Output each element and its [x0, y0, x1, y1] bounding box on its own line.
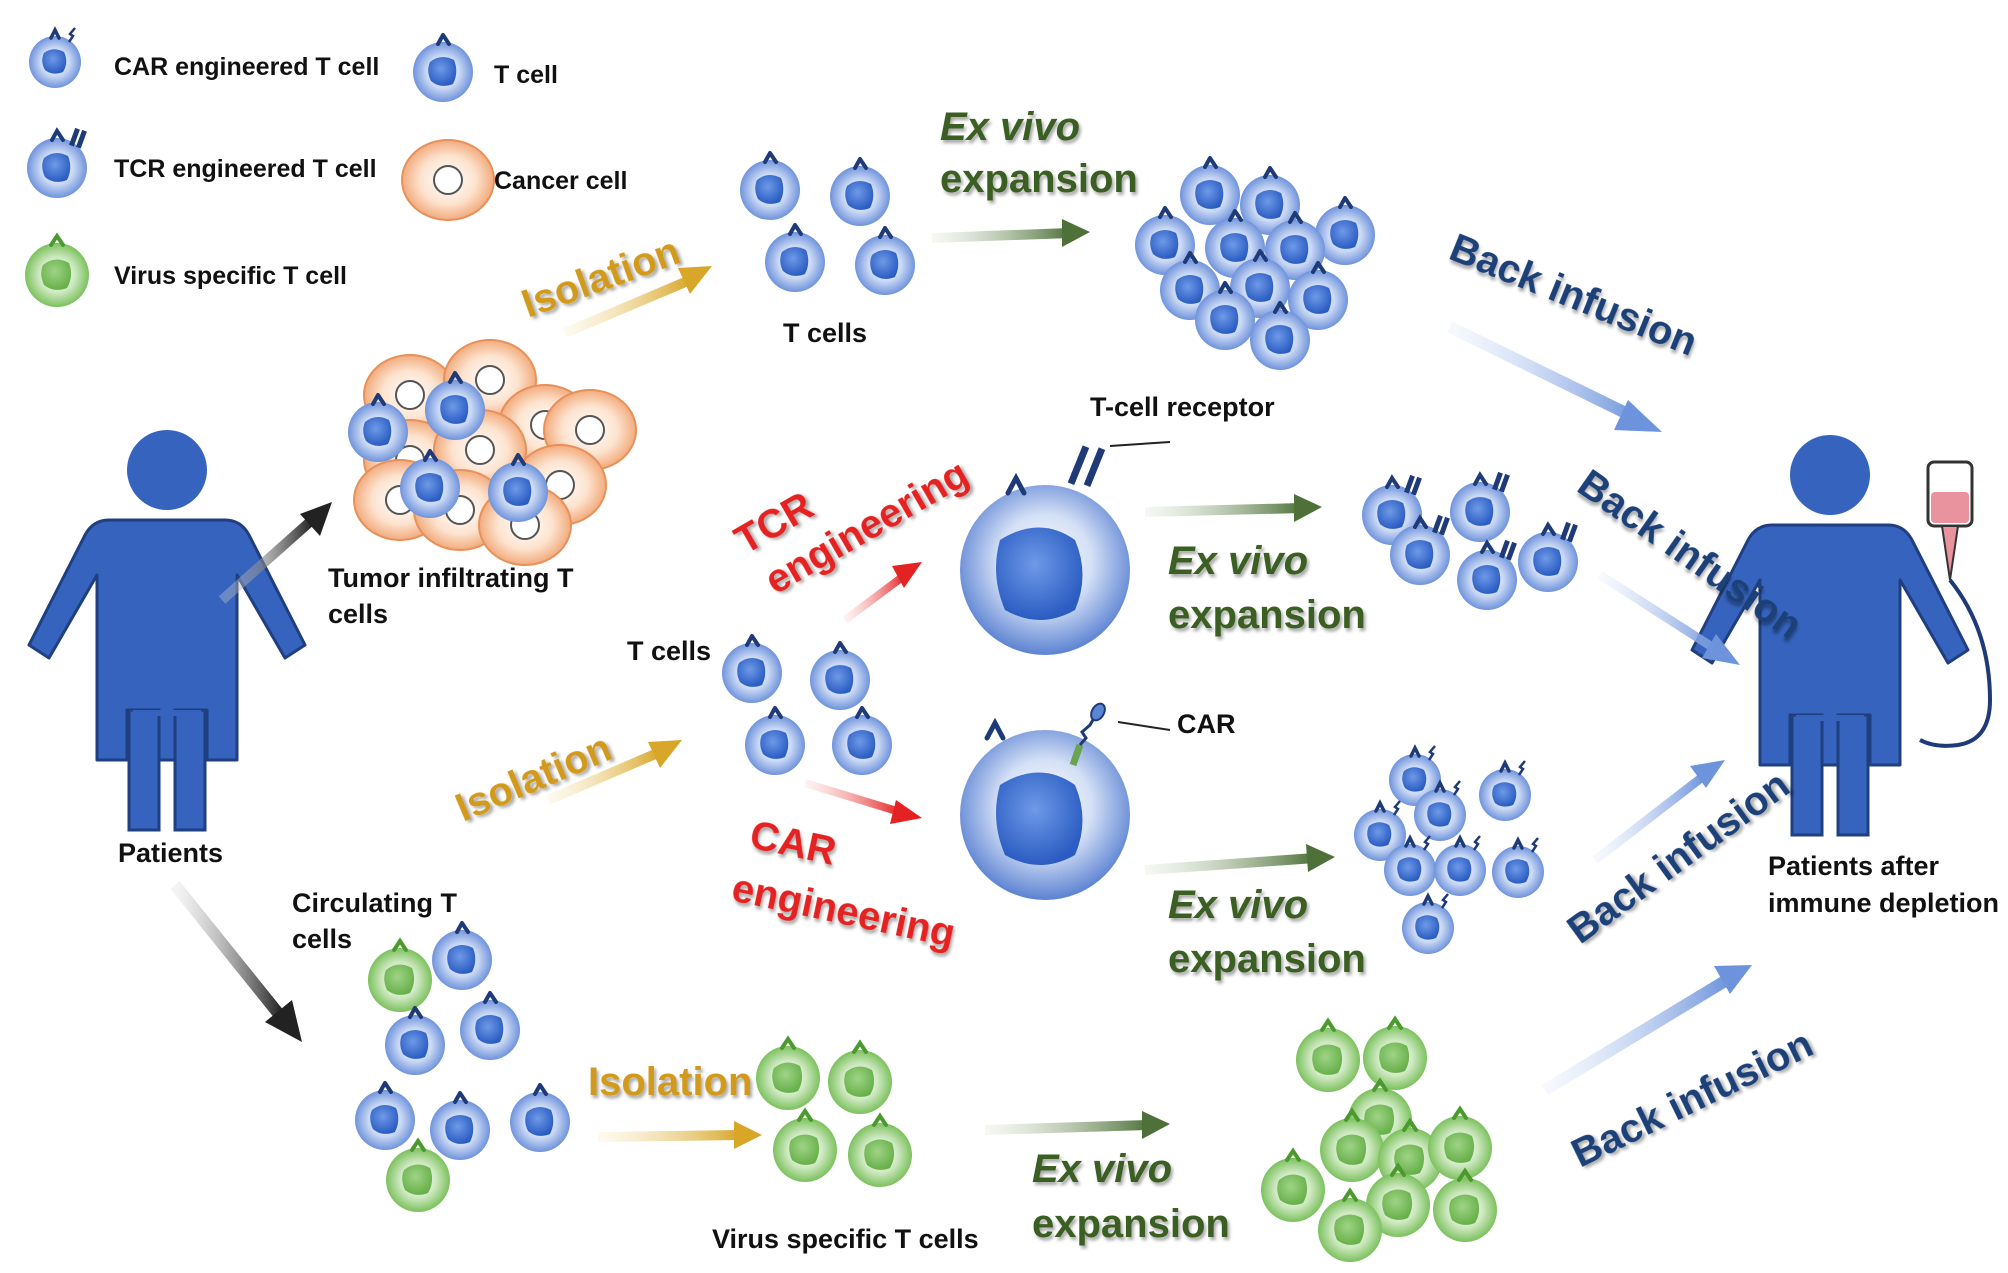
expanded-t-cells-cluster: [1133, 156, 1377, 372]
car-engineering-line2: engineering: [728, 866, 959, 956]
expansion-label-tcr: expansion: [1168, 593, 1366, 637]
legend-cancer-cell-icon: [401, 139, 495, 221]
t-cells-top-group: [738, 151, 917, 297]
arrow-isolation-mid: [546, 740, 682, 805]
ex-vivo-label-top: Ex vivo: [940, 105, 1080, 149]
expansion-label-bottom: expansion: [1032, 1202, 1230, 1246]
back-infusion-label-bottom: Back infusion: [1565, 1022, 1820, 1177]
circulating-label-line1: Circulating T: [292, 888, 458, 918]
arrow-tcr-engineering: [842, 562, 922, 624]
patients-after-label-line2: immune depletion: [1768, 888, 1999, 918]
legend-cancer-label: Cancer cell: [494, 167, 627, 195]
legend: CAR engineered T cell TCR engineered T c…: [23, 26, 627, 309]
legend-t-cell-label: T cell: [494, 61, 558, 89]
arrow-back-infusion-car: [1592, 760, 1725, 864]
ex-vivo-label-car: Ex vivo: [1168, 883, 1308, 927]
til-label-line1: Tumor infiltrating T: [328, 563, 574, 593]
tcr-expanded-cells-cluster: [1360, 469, 1580, 612]
expansion-label-car: expansion: [1168, 937, 1366, 981]
legend-car-t-label: CAR engineered T cell: [114, 53, 379, 81]
arrow-patient-to-circulating: [170, 881, 302, 1042]
arrow-ex-vivo-bottom: [984, 1111, 1170, 1139]
legend-virus-t-cell-icon: [23, 234, 91, 309]
circulating-label-line2: cells: [292, 924, 352, 954]
ex-vivo-label-tcr: Ex vivo: [1168, 539, 1308, 583]
t-cells-mid-group: [720, 634, 894, 777]
patient-icon: [27, 428, 307, 832]
ex-vivo-label-bottom: Ex vivo: [1032, 1147, 1172, 1191]
legend-t-cell-icon: [411, 33, 475, 104]
arrow-car-engineering: [803, 779, 922, 824]
virus-specific-cells-group: [754, 1037, 914, 1189]
circulating-cells-group: [353, 921, 572, 1214]
isolation-label-top: Isolation: [516, 229, 686, 327]
legend-tcr-t-cell-icon: [25, 125, 89, 200]
arrow-back-infusion-tcr: [1597, 571, 1740, 665]
legend-tcr-t-label: TCR engineered T cell: [114, 155, 377, 183]
arrow-back-infusion-bottom: [1541, 965, 1752, 1096]
expansion-label-top: expansion: [940, 157, 1138, 201]
car-engineered-cell-large: [960, 702, 1171, 900]
patients-after-label-line1: Patients after: [1768, 851, 1940, 881]
arrow-back-infusion-top: [1447, 321, 1662, 432]
tumor-cluster: [346, 339, 637, 566]
blood-bag-icon: [1919, 460, 1993, 748]
arrow-ex-vivo-tcr: [1144, 494, 1322, 522]
virus-t-cells-label: Virus specific T cells: [712, 1224, 979, 1254]
arrow-isolation-top: [563, 266, 712, 338]
legend-car-t-cell-icon: [27, 26, 83, 90]
til-label-line2: cells: [328, 599, 388, 629]
arrow-ex-vivo-top: [931, 219, 1090, 247]
car-engineering-line1: CAR: [746, 813, 840, 874]
car-expanded-cells-cluster: [1352, 744, 1546, 956]
arrow-isolation-bottom: [597, 1121, 762, 1149]
t-cells-top-label: T cells: [783, 318, 867, 348]
tcr-receptor-label: T-cell receptor: [1090, 392, 1275, 422]
legend-virus-t-label: Virus specific T cell: [114, 262, 347, 290]
isolation-label-bottom: Isolation: [588, 1060, 752, 1104]
patients-label: Patients: [118, 838, 223, 868]
t-cells-mid-label: T cells: [627, 636, 711, 666]
expanded-virus-cells-cluster: [1259, 1017, 1499, 1264]
arrow-patient-to-til: [218, 502, 332, 604]
arrow-ex-vivo-car: [1144, 844, 1335, 875]
tcr-engineered-cell-large: [960, 441, 1171, 655]
car-label: CAR: [1177, 709, 1236, 739]
